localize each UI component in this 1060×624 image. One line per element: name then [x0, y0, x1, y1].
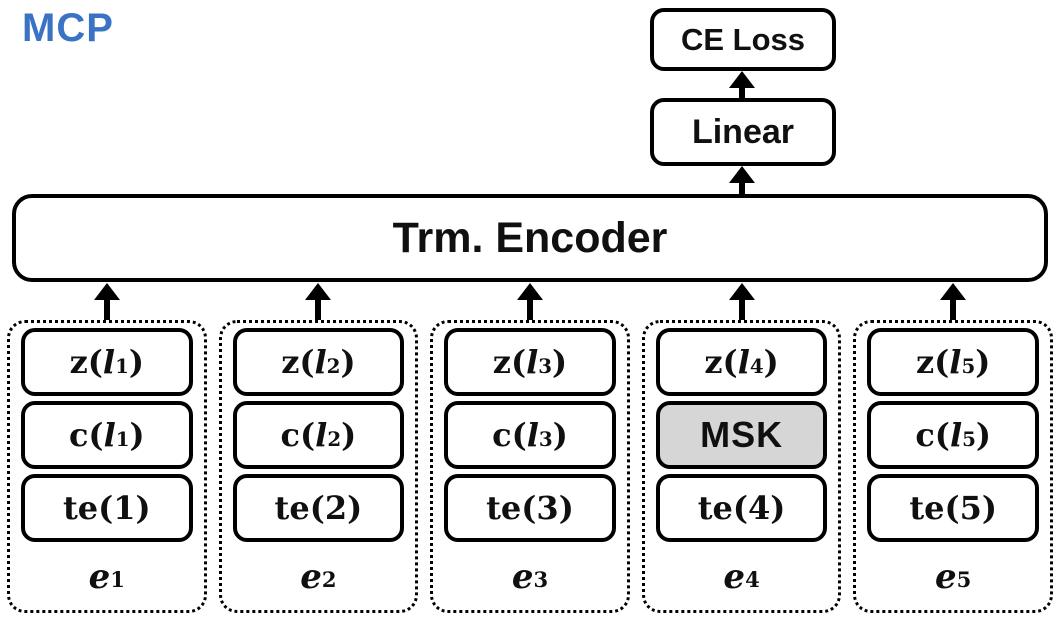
te-token-box-2: te(2) [232, 474, 405, 542]
z-open: z( [492, 343, 527, 381]
c-open: c( [68, 416, 104, 454]
arrow-linear-to-celoss-icon [728, 71, 756, 98]
c-open: c( [915, 416, 950, 454]
arrow-input3-to-encoder-icon [516, 283, 544, 320]
z-open: z( [69, 343, 103, 381]
c-var: l [315, 416, 328, 454]
z-close: ) [552, 343, 568, 381]
z-open: z( [281, 343, 315, 381]
arrow-stem [739, 183, 745, 194]
z-open: z( [915, 343, 950, 381]
te-token-box-5: te(5) [867, 474, 1039, 542]
arrow-stem [315, 300, 322, 320]
arrowhead-icon [729, 71, 755, 88]
te-token-box-4: te(4) [655, 474, 828, 542]
e-var: e [935, 556, 957, 597]
z-close: ) [763, 343, 779, 381]
arrow-slot [430, 283, 630, 320]
arrow-stem [103, 300, 110, 320]
z-close: ) [128, 343, 144, 381]
transformer-encoder-box: Trm. Encoder [12, 194, 1048, 282]
te-label: te(5) [909, 489, 998, 527]
te-label: te(1) [62, 489, 151, 527]
ce-loss-label: CE Loss [680, 21, 806, 57]
arrow-stem [950, 300, 957, 320]
ce-loss-box: CE Loss [650, 8, 836, 71]
arrow-stem [526, 300, 533, 320]
c-open: c( [492, 416, 527, 454]
z-close: ) [340, 343, 356, 381]
z-var: l [314, 343, 327, 381]
c-var: l [103, 416, 116, 454]
mask-token-box: MSK [655, 401, 828, 469]
msk-label: MSK [700, 414, 784, 455]
c-close: ) [975, 416, 992, 454]
c-var: l [526, 416, 539, 454]
linear-box: Linear [650, 98, 836, 166]
arrow-input2-to-encoder-icon [304, 283, 332, 320]
te-label: te(3) [486, 489, 574, 527]
arrow-input1-to-encoder-icon [93, 283, 121, 320]
linear-label: Linear [691, 112, 795, 151]
te-label: te(2) [274, 489, 363, 527]
arrow-slot [219, 283, 419, 320]
arrowhead-icon [93, 283, 120, 300]
arrowhead-icon [516, 283, 543, 300]
te-token-box-3: te(3) [444, 474, 616, 542]
arrow-slot [7, 283, 207, 320]
arrowhead-icon [305, 283, 332, 300]
te-label: te(4) [697, 489, 786, 527]
input-arrows-row [7, 283, 1053, 320]
c-var: l [949, 416, 963, 454]
z-close: ) [975, 343, 991, 381]
arrow-slot [853, 283, 1053, 320]
z-var: l [102, 343, 116, 381]
diagram-title: MCP [22, 6, 114, 50]
arrow-input4-to-encoder-icon [728, 283, 756, 320]
arrow-stem [739, 88, 745, 98]
c-close: ) [129, 416, 145, 454]
arrow-stem [738, 300, 745, 320]
z-open: z( [704, 343, 738, 381]
arrowhead-icon [728, 283, 755, 300]
c-open: c( [280, 416, 316, 454]
arrow-slot [642, 283, 842, 320]
arrowhead-icon [729, 166, 755, 183]
arrow-encoder-to-linear-icon [728, 166, 756, 194]
arrowhead-icon [940, 283, 967, 300]
encoder-label: Trm. Encoder [392, 213, 668, 262]
arrow-input5-to-encoder-icon [939, 283, 967, 320]
c-close: ) [341, 416, 357, 454]
e-var: e [511, 556, 534, 597]
z-var: l [949, 343, 962, 381]
c-close: ) [552, 416, 568, 454]
te-token-box-1: te(1) [21, 474, 193, 542]
e-var: e [723, 556, 746, 597]
e-var: e [300, 556, 322, 597]
e-var: e [88, 556, 111, 597]
z-var: l [526, 343, 539, 381]
z-var: l [737, 343, 750, 381]
